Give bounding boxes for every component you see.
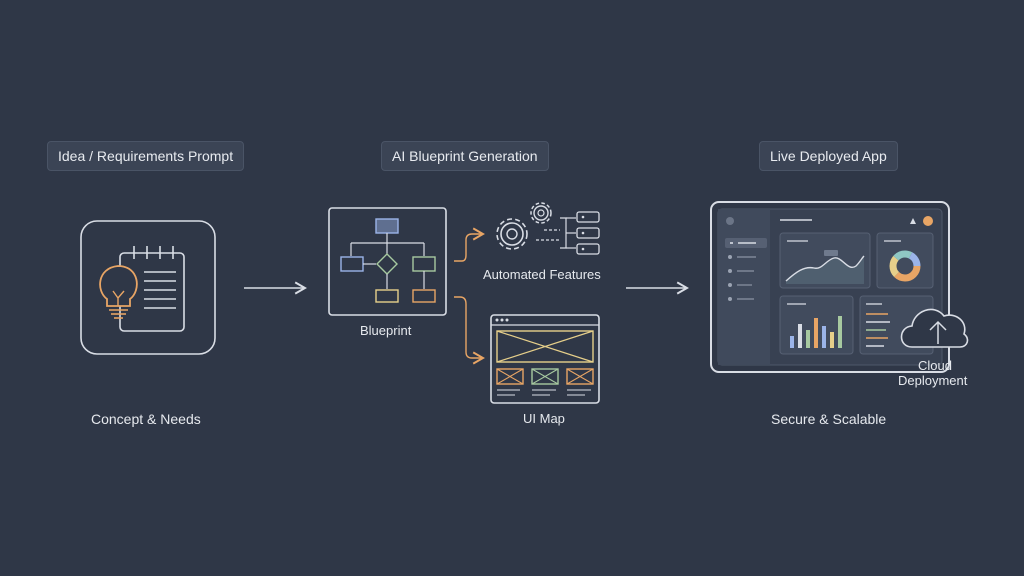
deploy-stage-title: Live Deployed App	[759, 141, 898, 171]
cloud-caption-line2: Deployment	[898, 373, 968, 388]
gear-icon	[496, 202, 552, 250]
flowchart-icon	[340, 218, 436, 303]
deploy-caption: Secure & Scalable	[771, 411, 887, 427]
idea-caption: Concept & Needs	[91, 411, 201, 427]
connector-to-features	[454, 227, 485, 262]
cloud-upload-icon	[900, 308, 969, 348]
cloud-caption-line1: Cloud	[918, 358, 952, 373]
dashboard-icon	[710, 201, 950, 373]
blueprint-stage-title: AI Blueprint Generation	[381, 141, 549, 171]
donut-chart	[889, 250, 921, 282]
wireframe-icon	[490, 314, 600, 404]
idea-icon-card	[80, 220, 216, 355]
data-stack-icon	[536, 211, 600, 255]
blueprint-caption: Blueprint	[360, 323, 412, 338]
lightbulb-icon	[99, 265, 138, 319]
idea-stage-title: Idea / Requirements Prompt	[47, 141, 245, 171]
automated-features-caption: Automated Features	[483, 267, 601, 282]
connector-to-uimap	[454, 296, 485, 365]
ui-map-caption: UI Map	[523, 411, 565, 426]
blueprint-card	[328, 207, 447, 316]
